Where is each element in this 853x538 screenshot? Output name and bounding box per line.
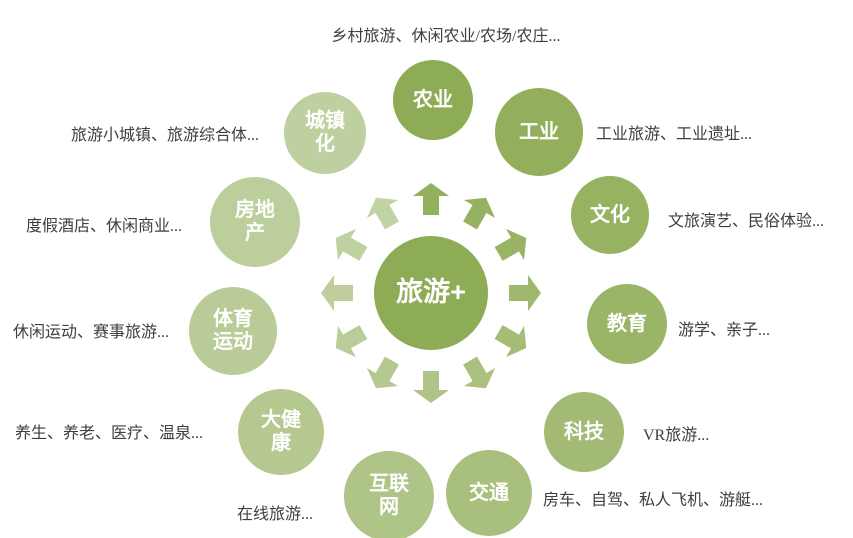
node-transportation: 交通	[446, 450, 532, 536]
desc-technology: VR旅游...	[643, 427, 710, 444]
desc-internet: 在线旅游...	[237, 506, 314, 523]
outward-arrow-icon	[321, 275, 353, 311]
outward-arrow-icon	[327, 316, 373, 363]
outward-arrow-icon	[490, 222, 536, 269]
node-technology: 科技	[544, 392, 624, 472]
node-agriculture-label: 农业	[413, 88, 453, 111]
node-health: 大健 康	[238, 389, 324, 475]
node-realestate: 房地 产	[210, 177, 300, 267]
node-transportation-label: 交通	[469, 481, 509, 504]
outward-arrow-icon	[454, 352, 501, 398]
outward-arrow-icon	[327, 222, 373, 269]
outward-arrow-icon	[360, 189, 407, 235]
desc-sports: 休闲运动、赛事旅游...	[13, 324, 170, 341]
node-culture: 文化	[571, 176, 649, 254]
node-industry-label: 工业	[519, 120, 559, 143]
node-internet: 互联 网	[344, 451, 434, 538]
outward-arrow-icon	[413, 183, 449, 215]
node-internet-label: 互联 网	[369, 473, 409, 518]
node-education: 教育	[587, 284, 667, 364]
node-sports-label: 体育 运动	[213, 308, 253, 353]
desc-culture: 文旅演艺、民俗体验...	[668, 213, 825, 230]
outward-arrow-icon	[490, 316, 536, 363]
outward-arrow-icon	[454, 189, 501, 235]
outward-arrow-icon	[509, 275, 541, 311]
node-industry: 工业	[495, 88, 583, 176]
desc-urbanization: 旅游小城镇、旅游综合体...	[71, 127, 260, 144]
outward-arrow-icon	[413, 371, 449, 403]
node-urbanization-label: 城镇 化	[305, 110, 345, 155]
outward-arrow-icon	[360, 352, 407, 398]
node-agriculture: 农业	[393, 60, 473, 140]
desc-transportation: 房车、自驾、私人飞机、游艇...	[543, 492, 764, 509]
node-realestate-label: 房地 产	[235, 199, 275, 244]
desc-education: 游学、亲子...	[678, 322, 771, 339]
node-sports: 体育 运动	[189, 287, 277, 375]
node-tourism-plus-label: 旅游+	[396, 277, 466, 308]
desc-agriculture: 乡村旅游、休闲农业/农场/农庄...	[331, 28, 561, 45]
node-urbanization: 城镇 化	[284, 92, 366, 174]
desc-industry: 工业旅游、工业遗址...	[596, 126, 753, 143]
node-education-label: 教育	[607, 312, 647, 335]
node-technology-label: 科技	[564, 420, 604, 443]
desc-health: 养生、养老、医疗、温泉...	[15, 425, 204, 442]
node-health-label: 大健 康	[261, 409, 301, 454]
desc-realestate: 度假酒店、休闲商业...	[26, 218, 183, 235]
node-culture-label: 文化	[590, 203, 630, 226]
node-tourism-plus: 旅游+	[374, 236, 488, 350]
